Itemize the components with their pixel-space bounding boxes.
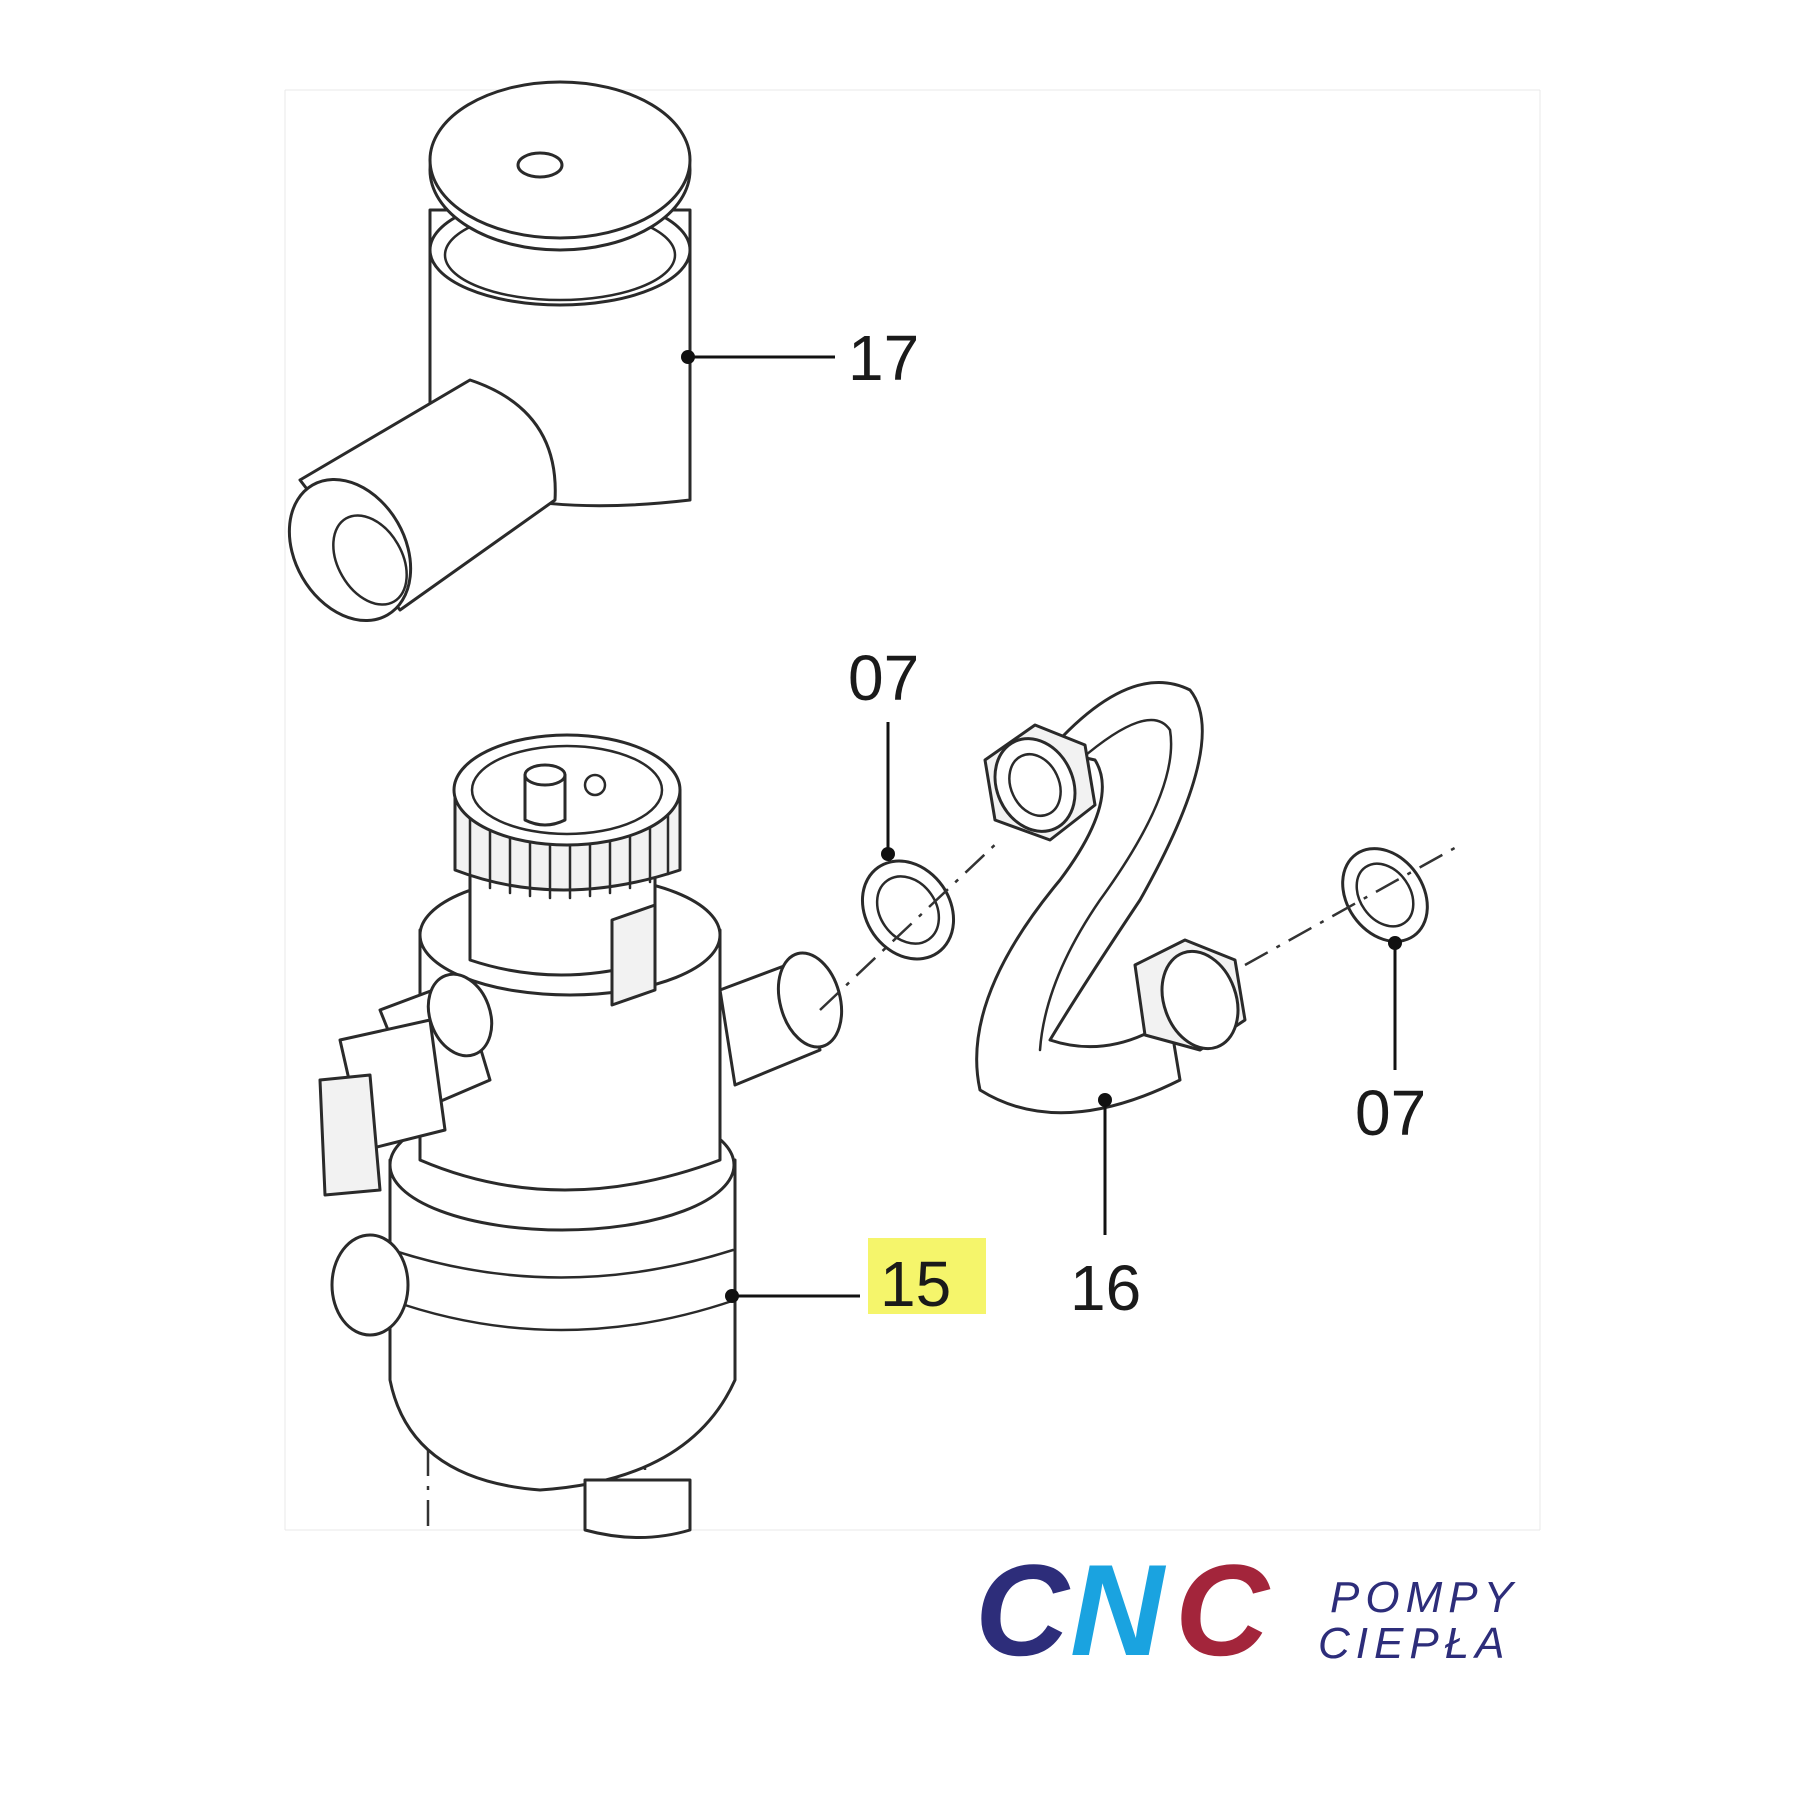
part-17-elbow-cap: [287, 80, 692, 623]
part-16-connecting-pipe: [975, 681, 1247, 1115]
callout-15-highlight: [868, 1238, 986, 1314]
callout-07-upper: 07: [848, 642, 919, 861]
callout-label-07-right: 07: [1355, 1077, 1426, 1149]
logo-mark-c1: C: [975, 1537, 1071, 1683]
background-grid: [284, 89, 1541, 1531]
logo-line-pompy: POMPY: [1330, 1573, 1519, 1622]
callout-07-right: 07: [1355, 936, 1426, 1149]
callout-label-17: 17: [848, 322, 919, 394]
callout-label-15: 15: [880, 1248, 951, 1320]
seal-07-upper: [860, 859, 956, 961]
callout-15: 15: [725, 1238, 986, 1320]
cnc-pompy-ciepla-logo: C N C POMPY CIEPŁA: [975, 1537, 1519, 1683]
callout-17: 17: [681, 322, 919, 394]
logo-line-ciepla: CIEPŁA: [1318, 1619, 1511, 1668]
logo-mark-c2: C: [1175, 1537, 1271, 1683]
logo-mark-n: N: [1070, 1537, 1167, 1683]
callout-label-07-upper: 07: [848, 642, 919, 714]
callout-label-16: 16: [1070, 1252, 1141, 1324]
part-15-filter-housing: [318, 733, 844, 1539]
callout-16: 16: [1070, 1093, 1141, 1324]
seal-07-right: [1341, 847, 1429, 943]
